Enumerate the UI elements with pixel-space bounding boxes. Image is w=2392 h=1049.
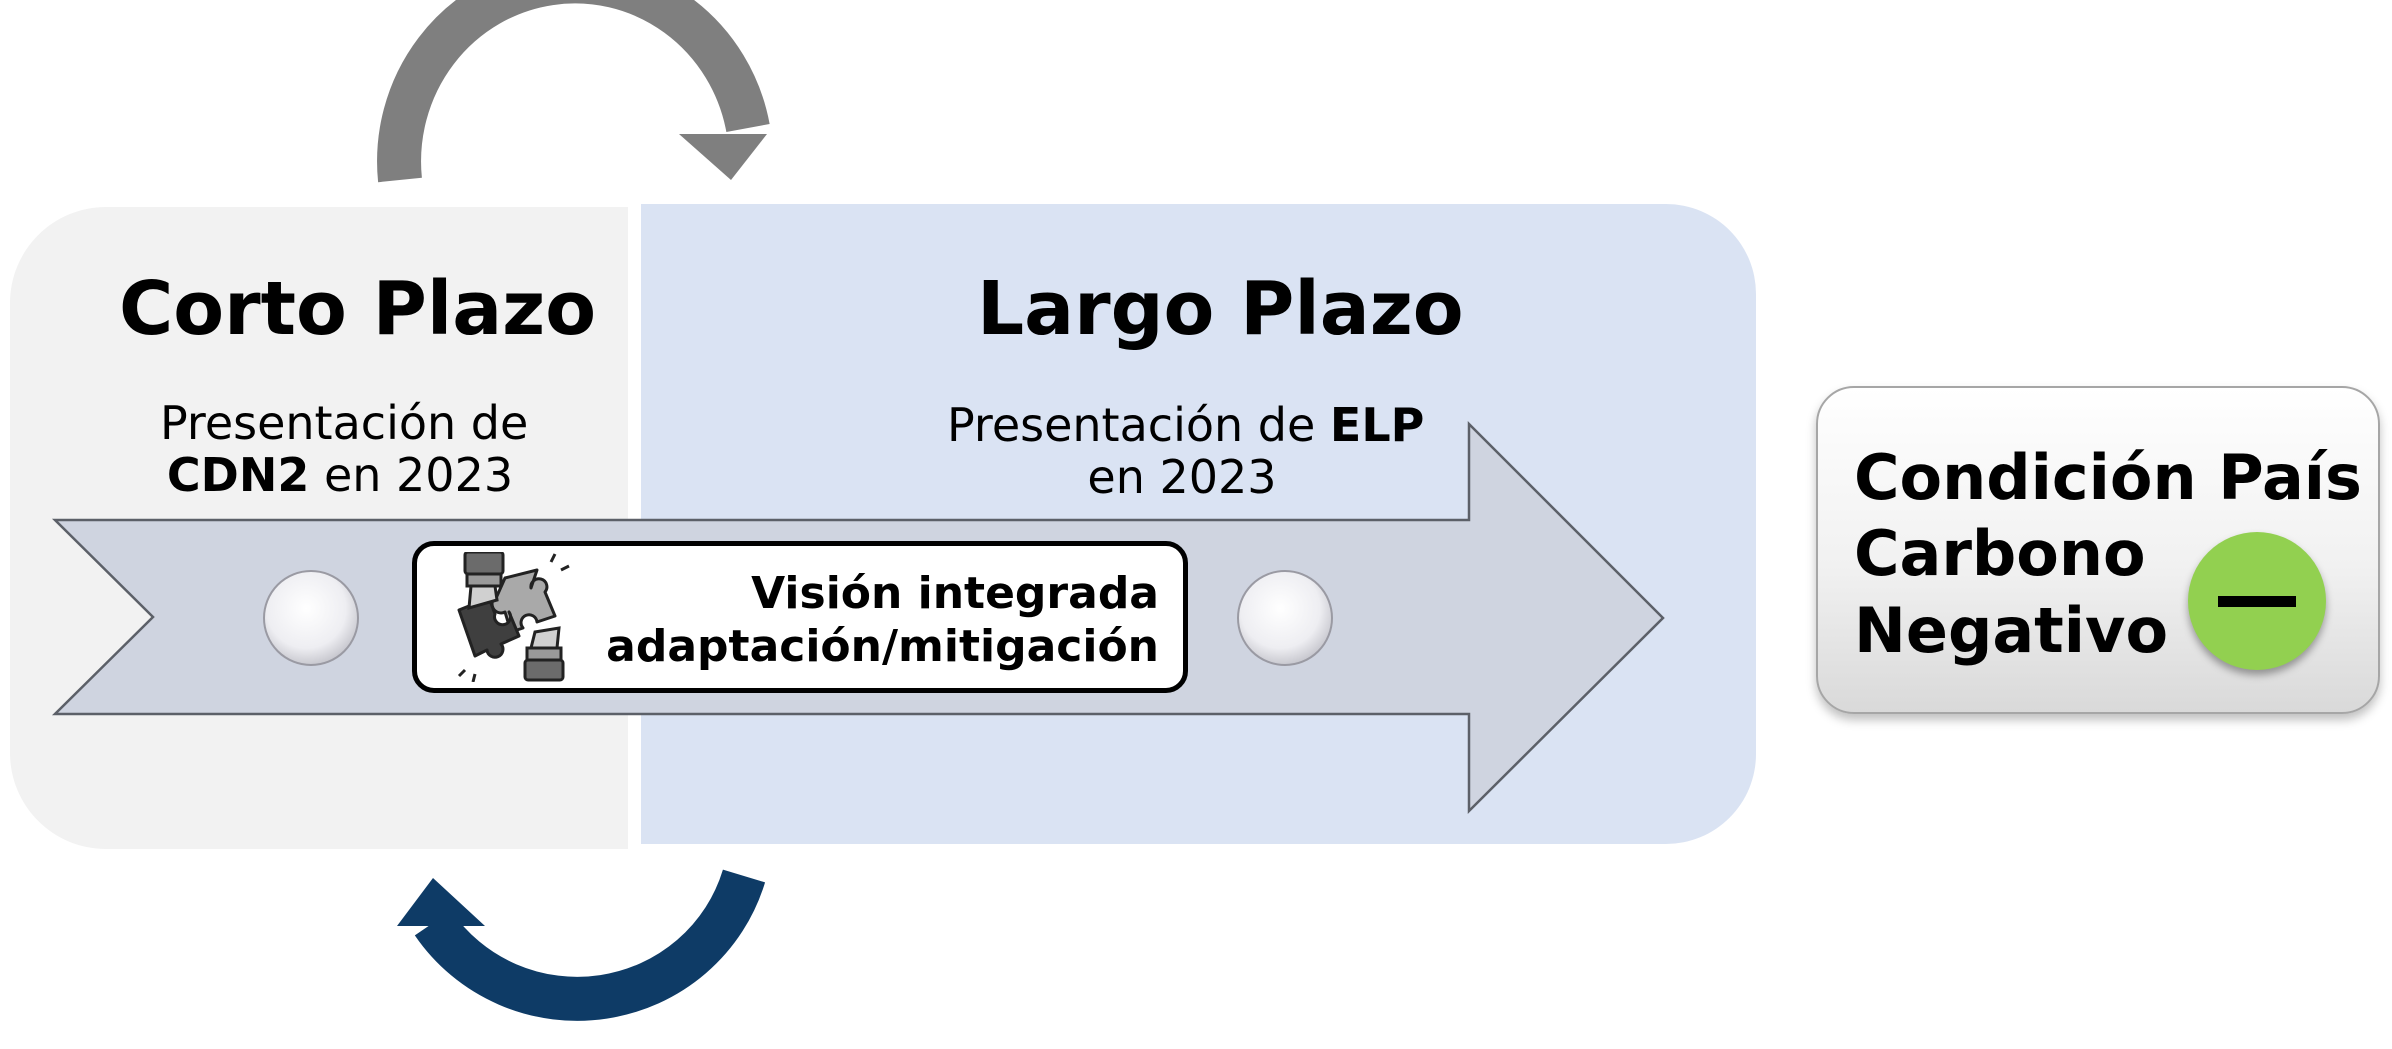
condition-line2: Carbono <box>1854 517 2146 591</box>
vision-line1: Visión integrada <box>751 568 1159 619</box>
puzzle-hands-icon <box>457 552 570 682</box>
carbon-negative-card: Condición País Carbono Negativo <box>1816 386 2380 714</box>
condition-line3: Negativo <box>1854 593 2169 667</box>
condition-text: Condición País Carbono Negativo <box>1854 440 2362 669</box>
short-term-year: en 2023 <box>309 447 514 502</box>
long-term-caption-line2: en 2023 <box>1087 449 1277 504</box>
short-term-caption: Presentación de CDN2 en 2023 <box>160 396 529 502</box>
curved-arrow-clockwise-icon <box>377 0 770 183</box>
long-term-prefix: Presentación de <box>947 398 1330 452</box>
condition-line1: Condición País <box>1854 441 2362 514</box>
cdn2-label: CDN2 <box>166 447 310 502</box>
long-term-caption-line1: Presentación de ELP <box>947 398 1424 452</box>
short-term-title: Corto Plazo <box>119 266 597 352</box>
long-term-caption: Presentación de ELP en 2023 <box>947 398 1424 504</box>
milestone-node-short <box>263 570 359 666</box>
long-term-title: Largo Plazo <box>977 266 1464 352</box>
minus-icon <box>2218 596 2296 607</box>
vision-line2: adaptación/mitigación <box>606 620 1159 672</box>
vision-box: Visión integrada adaptación/mitigación <box>412 541 1188 693</box>
milestone-node-long <box>1237 570 1333 666</box>
short-term-caption-line2: CDN2 en 2023 <box>160 447 520 502</box>
vision-text: Visión integrada adaptación/mitigación <box>606 568 1159 674</box>
negative-badge <box>2188 532 2326 670</box>
short-term-caption-line1: Presentación de <box>160 396 529 450</box>
curved-arrow-counterclockwise-icon <box>397 869 766 1021</box>
elp-label: ELP <box>1329 398 1425 452</box>
